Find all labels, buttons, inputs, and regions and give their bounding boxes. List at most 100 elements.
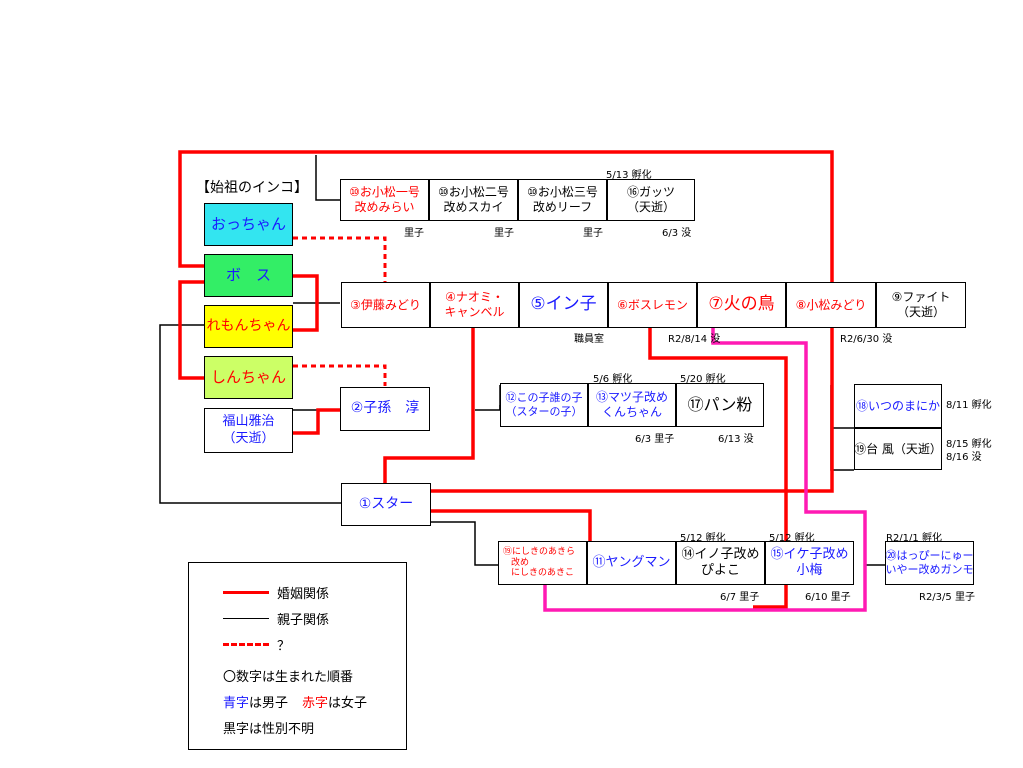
mid-cell-konoko: ⑫この子誰の子 （スターの子）: [500, 383, 588, 427]
right-date-1: 8/11 孵化: [946, 400, 992, 411]
right-date-2: 8/15 孵化: [946, 439, 992, 450]
far-right-date: R2/1/1 孵化: [886, 533, 942, 544]
marriage-lines: [178, 150, 834, 609]
legend-parent-swatch: [223, 618, 269, 619]
founder-boss: ボ ス: [204, 254, 293, 297]
legend-parent-row: 親子関係: [189, 609, 329, 628]
bottom-cell-koume: ⑮イケ子改め 小梅: [765, 541, 854, 585]
legend-note1: 〇数字は生まれた順番: [223, 670, 354, 685]
right-cell-taifu: ⑲台 風（天逝）: [854, 428, 942, 470]
right-cell-taifu-l1: ⑲台 風（天逝）: [854, 441, 942, 456]
main-cell-naomi-l1: ④ナオミ・: [445, 290, 504, 304]
founder-occhan-label: おっちゃん: [210, 215, 286, 234]
bottom-cell-piyoko: ⑭イノ子改め ぴよこ: [676, 541, 765, 585]
bottom-cell-koume-l2: 小梅: [796, 563, 823, 578]
mid-date-1: 5/6 孵化: [593, 374, 633, 385]
top-cell-sky-l1: ⑩お小松二号: [438, 185, 509, 199]
top-cell-leaf-l2: 改めリーフ: [532, 200, 593, 214]
bottom-cell-youngman: ⑪ヤングマン: [587, 541, 676, 585]
top-cell-leaf-l1: ⑩お小松三号: [527, 185, 598, 199]
right-cell-itsunomanika: ⑱いつのまにか: [854, 384, 942, 428]
bottom-cell-nishiki-l1: ⑲にしきのあきら: [503, 546, 576, 557]
top-note-2: 里子: [494, 228, 514, 239]
top-note-4: 6/3 没: [662, 228, 692, 239]
question-lines: [293, 236, 387, 386]
main-cell-hinotori: ⑦火の鳥: [697, 282, 786, 328]
mid-cell-kunchan: ⑬マツ子改め くんちゃん: [588, 383, 676, 427]
legend-marriage-swatch: [223, 591, 269, 594]
main-cell-naomi: ④ナオミ・ キャンベル: [430, 282, 519, 328]
right-cell-itsunomanika-l1: ⑱いつのまにか: [855, 398, 940, 413]
legend-note3-row: 黒字は性別不明: [223, 718, 314, 737]
founder-lemon-label: れもんちゃん: [206, 317, 291, 334]
far-right-cell-ganmo: ⑳はっぴーにゅー いやー改めガンモ: [885, 541, 974, 585]
legend-note1-row: 〇数字は生まれた順番: [223, 666, 353, 685]
bottom-note-1: 6/7 里子: [720, 592, 760, 603]
main-cell-ito-l1: ③伊藤みどり: [350, 297, 421, 312]
main-note-death1: R2/8/14 没: [668, 334, 721, 345]
main-cell-inko: ⑤イン子: [519, 282, 608, 328]
bottom-cell-youngman-l1: ⑪ヤングマン: [592, 554, 671, 570]
bottom-cell-koume-l1: ⑮イケ子改め: [770, 546, 849, 562]
far-right-cell-ganmo-l1: ⑳はっぴーにゅー: [885, 549, 974, 563]
main-cell-ito: ③伊藤みどり: [341, 282, 430, 328]
top-cell-mirai: ⑩お小松一号 改めみらい: [340, 179, 429, 221]
bottom-date-1: 5/12 孵化: [680, 533, 726, 544]
main-cell-naomi-l2: キャンベル: [444, 305, 505, 319]
top-cell-mirai-l2: 改めみらい: [354, 200, 415, 214]
top-cell-sky: ⑩お小松二号 改めスカイ: [429, 179, 518, 221]
mid-cell-konoko-l2: （スターの子）: [505, 405, 583, 418]
right-date-3: 8/16 没: [946, 452, 982, 463]
main-cell-fight-l2: （天逝）: [896, 305, 945, 319]
main-note-death2: R2/6/30 没: [840, 334, 893, 345]
founder-boss-label: ボ ス: [225, 266, 271, 285]
founder-fukuyama-line1: 福山雅治: [222, 414, 275, 430]
bottom-cell-piyoko-l1: ⑭イノ子改め: [681, 546, 760, 562]
far-right-cell-ganmo-l2: いやー改めガンモ: [885, 563, 974, 576]
top-cell-guts: ⑯ガッツ （天逝）: [607, 179, 695, 221]
legend-red-word: 赤字: [302, 696, 329, 711]
founder-fukuyama: 福山雅治 （天逝）: [204, 408, 293, 453]
mid-date-2: 5/20 孵化: [680, 374, 726, 385]
top-cell-guts-l2: （天逝）: [626, 200, 675, 214]
founder-occhan: おっちゃん: [204, 203, 293, 246]
mid-cell-kunchan-l1: ⑬マツ子改め: [595, 390, 668, 404]
founder-shin: しんちゃん: [204, 356, 293, 399]
top-cell-mirai-l1: ⑩お小松一号: [349, 185, 420, 199]
top-note-1: 里子: [404, 228, 424, 239]
legend-red-rest: は女子: [328, 696, 368, 711]
cell-star-label: ①スター: [358, 495, 414, 512]
legend-question-row: ？: [189, 635, 290, 654]
legend-question-label: ？: [277, 639, 291, 654]
legend-box: 婚姻関係 親子関係 ？ 〇数字は生まれた順番 青字 は男子 赤字 は女子 黒字は…: [188, 562, 407, 750]
main-cell-bosslemon: ⑥ボスレモン: [608, 282, 697, 328]
top-row-date: 5/13 孵化: [606, 170, 652, 181]
legend-question-swatch: [223, 643, 269, 646]
main-cell-fight: ⑨ファイト （天逝）: [876, 282, 966, 328]
main-note-staffroom: 職員室: [574, 334, 604, 345]
top-cell-sky-l2: 改めスカイ: [443, 200, 504, 214]
mid-cell-panko: ⑰パン粉: [676, 383, 764, 427]
legend-marriage-row: 婚姻関係: [189, 583, 329, 602]
cell-star: ①スター: [341, 483, 431, 526]
main-cell-bosslemon-l1: ⑥ボスレモン: [617, 297, 688, 312]
top-cell-guts-l1: ⑯ガッツ: [626, 185, 675, 199]
bottom-cell-nishiki: ⑲にしきのあきら 改め にしきのあきこ: [498, 541, 587, 585]
cell-jun-label: ②子孫 淳: [350, 400, 420, 417]
main-cell-inko-l1: ⑤イン子: [530, 294, 597, 315]
legend-marriage-label: 婚姻関係: [277, 587, 330, 602]
legend-note3: 黒字は性別不明: [223, 722, 315, 737]
legend-blue-word: 青字: [223, 696, 250, 711]
pink-marriage-line: [543, 328, 867, 612]
legend-note2-row: 青字 は男子 赤字 は女子: [223, 692, 367, 711]
top-note-3: 里子: [583, 228, 603, 239]
cell-jun: ②子孫 淳: [340, 387, 430, 431]
top-cell-leaf: ⑩お小松三号 改めリーフ: [518, 179, 607, 221]
main-cell-hinotori-l1: ⑦火の鳥: [708, 294, 775, 315]
mid-note-1: 6/3 里子: [635, 434, 675, 445]
bottom-cell-nishiki-l3: にしきのあきこ: [511, 568, 575, 579]
founders-heading: 【始祖のインコ】: [196, 180, 308, 196]
main-cell-komatsu: ⑧小松みどり: [786, 282, 876, 328]
legend-blue-rest: は男子: [249, 696, 289, 711]
